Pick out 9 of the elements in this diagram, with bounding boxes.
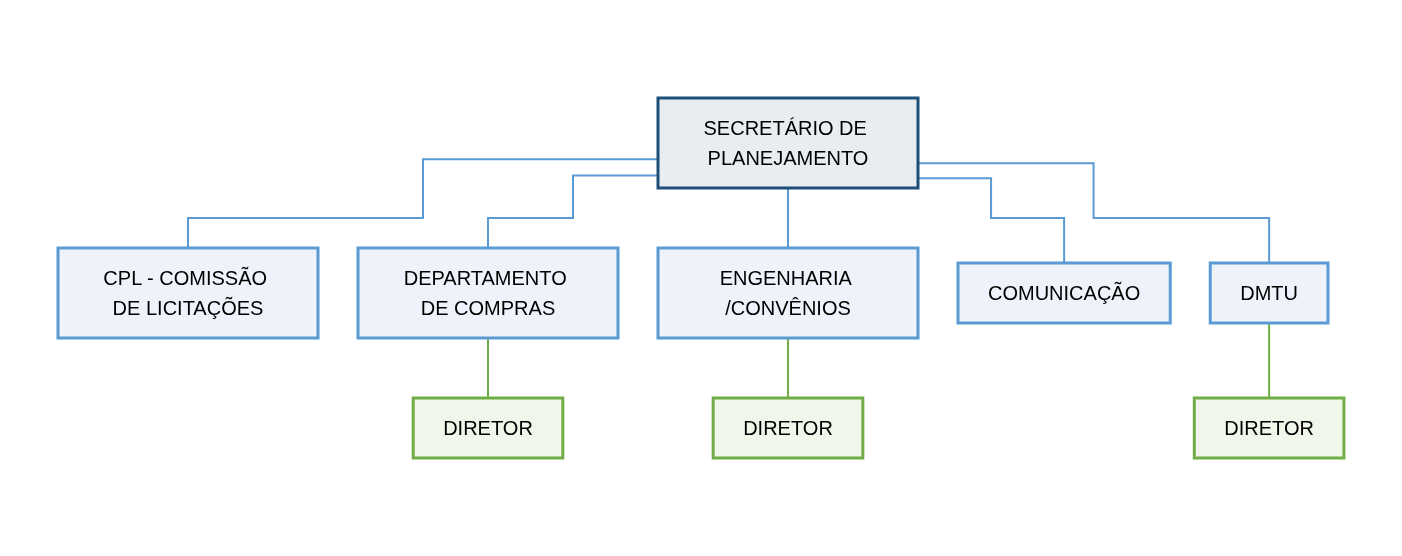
node-box: DMTU [1208,261,1330,325]
node-box: SECRETÁRIO DE PLANEJAMENTO [656,96,920,190]
node-box: DEPARTAMENTO DE COMPRAS [356,246,620,340]
node-box: ENGENHARIA /CONVÊNIOS [656,246,920,340]
node-box: CPL - COMISSÃO DE LICITAÇÕES [56,246,320,340]
node-box: DIRETOR [1192,396,1346,460]
node-box: DIRETOR [711,396,865,460]
node-box: DIRETOR [411,396,565,460]
node-box: COMUNICAÇÃO [956,261,1172,325]
